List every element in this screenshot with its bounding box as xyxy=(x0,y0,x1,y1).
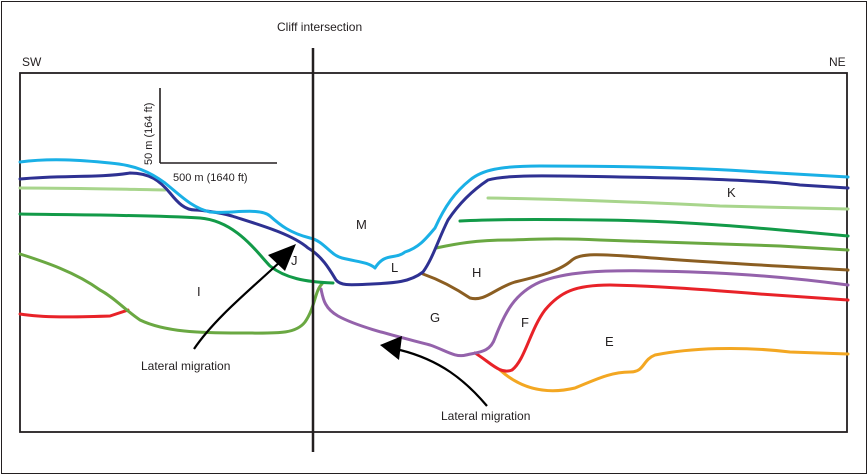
scale-bar xyxy=(159,88,277,164)
unit-label-e: E xyxy=(605,334,614,349)
green-surface-west xyxy=(18,212,335,285)
orange-surface xyxy=(498,346,850,393)
cliff-intersection-label: Cliff intersection xyxy=(277,20,362,34)
unit-label-i: I xyxy=(197,284,201,299)
section-frame xyxy=(19,72,848,433)
arrow-head-left xyxy=(268,244,296,271)
olive-green-surface-east xyxy=(434,237,850,252)
unit-label-l: L xyxy=(391,260,398,275)
green-surface-east xyxy=(458,217,850,238)
lateral-migration-arrow-right xyxy=(399,348,488,407)
red-surface-east xyxy=(473,283,850,373)
lateral-migration-label-left: Lateral migration xyxy=(141,359,230,373)
purple-surface xyxy=(319,269,850,358)
scale-vertical-label: 50 m (164 ft) xyxy=(143,103,155,165)
lateral-migration-label-right: Lateral migration xyxy=(441,409,530,423)
light-green-surface-east xyxy=(486,196,850,211)
scale-horizontal-label: 500 m (1640 ft) xyxy=(173,172,248,184)
olive-green-surface-west xyxy=(18,252,324,335)
ne-label: NE xyxy=(829,55,846,69)
cyan-surface xyxy=(18,158,850,270)
brown-surface xyxy=(421,253,850,301)
unit-label-h: H xyxy=(472,265,481,280)
unit-label-g: G xyxy=(430,310,440,325)
unit-label-j: J xyxy=(291,253,298,268)
navy-surface xyxy=(18,171,850,287)
unit-label-f: F xyxy=(521,315,529,330)
sw-label: SW xyxy=(22,55,42,69)
red-surface-west xyxy=(18,308,130,319)
light-green-surface-west xyxy=(18,186,167,192)
lateral-migration-arrow-left xyxy=(193,259,283,350)
unit-label-m: M xyxy=(356,217,367,232)
arrow-head-right xyxy=(380,336,402,360)
unit-label-k: K xyxy=(727,185,736,200)
